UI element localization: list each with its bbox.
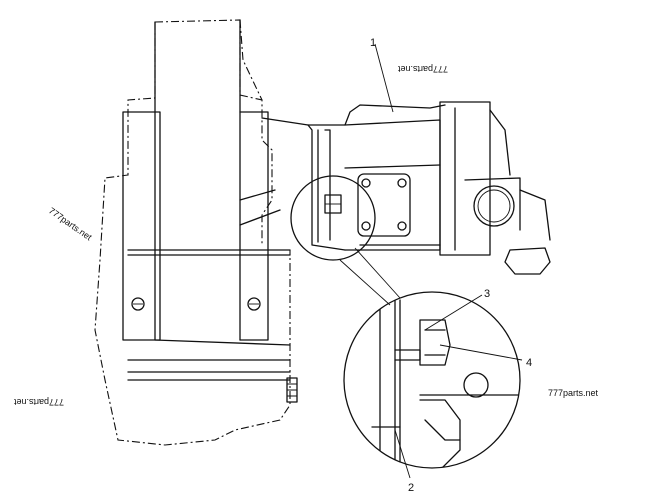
callout-1-leader bbox=[374, 43, 394, 113]
watermark-right: 777parts.net bbox=[548, 388, 599, 398]
detail-leader-lines bbox=[339, 247, 401, 306]
housing-bolt-right bbox=[247, 297, 261, 311]
pump-inlet-fitting bbox=[504, 247, 551, 275]
pump-mounting-flange bbox=[261, 104, 446, 251]
callout-3-leader bbox=[424, 294, 483, 331]
pump-cover-plate bbox=[357, 173, 411, 237]
pump-body bbox=[344, 101, 511, 256]
housing-drain-bolt bbox=[286, 377, 298, 403]
pump-outlet-port bbox=[464, 177, 551, 241]
housing-body bbox=[122, 19, 291, 381]
enlarged-detail-view bbox=[343, 291, 521, 469]
housing-phantom-outline bbox=[94, 19, 291, 446]
callout-4: 4 bbox=[526, 357, 532, 369]
detail-reference-circle bbox=[290, 175, 376, 261]
callout-2: 2 bbox=[408, 482, 414, 494]
watermark-left-rotated: 777parts.net bbox=[47, 205, 94, 242]
watermark-top-mirrored: 777parts.net bbox=[397, 64, 448, 74]
callout-1: 1 bbox=[370, 37, 376, 49]
callout-4-leader bbox=[439, 344, 523, 361]
watermark-left-bottom-mirrored: 777parts.net bbox=[13, 397, 64, 407]
callout-2-leader bbox=[394, 429, 411, 479]
callout-3: 3 bbox=[484, 288, 490, 300]
housing-bolt-left bbox=[131, 297, 145, 311]
